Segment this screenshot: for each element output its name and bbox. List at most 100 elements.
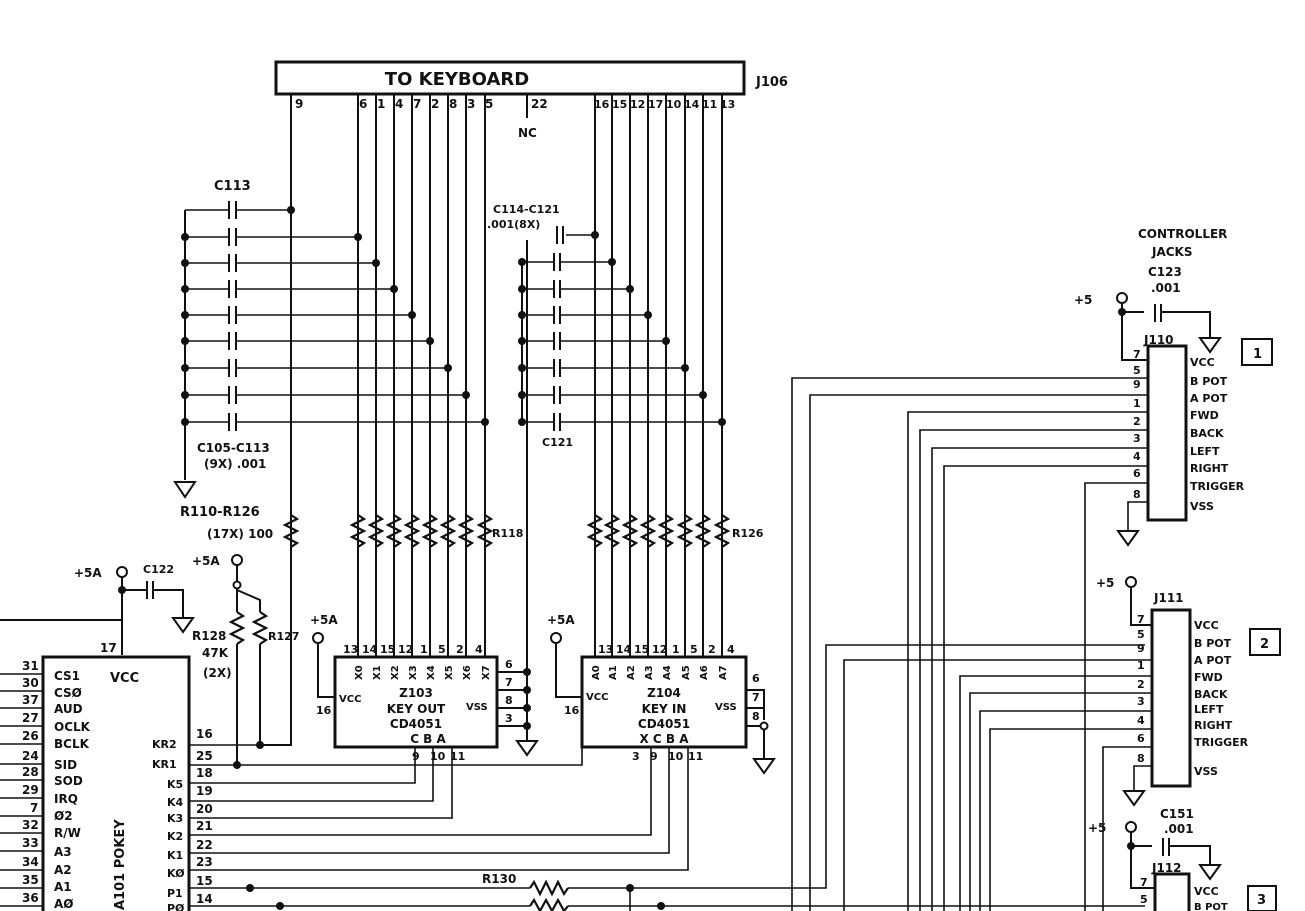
c114-c121-label: C114-C121: [493, 203, 560, 216]
r128-label: R128: [192, 629, 226, 643]
kb-nc-pin: 22: [531, 97, 548, 111]
z103-pin: 2: [456, 643, 464, 656]
z104-pin: 14: [616, 643, 632, 656]
j111-pin: 8: [1137, 752, 1145, 765]
pokey-pin-sig: IRQ: [54, 792, 78, 806]
r130-label: R130: [482, 872, 516, 886]
z103-input: X2: [390, 665, 401, 680]
z104-vcc-pin: 16: [564, 704, 580, 717]
j112-ref: J112: [1151, 861, 1182, 875]
j110-label: FWD: [1190, 409, 1219, 422]
pokey-pin-num: 16: [196, 727, 213, 741]
pokey-pin-num: 30: [22, 676, 39, 690]
j110-plus5: +5: [1074, 293, 1092, 307]
j110-label: VCC: [1190, 356, 1215, 369]
keyboard-title: TO KEYBOARD: [385, 69, 529, 90]
pokey-pin-num: 27: [22, 711, 39, 725]
supply-section: +5A C122 17 +5A R128 47K (2X) R127: [0, 554, 299, 765]
c123-value: .001: [1151, 281, 1181, 295]
plus5a-label: +5A: [74, 566, 102, 580]
z104-input: A0: [591, 665, 602, 680]
j110-pin: 9: [1133, 378, 1141, 391]
c105-c113-value: (9X) .001: [204, 457, 266, 471]
c114-c121-value: .001(8X): [487, 218, 540, 231]
resistor-group-label: R110-R126: [180, 505, 260, 520]
z104-pin: 15: [634, 643, 649, 656]
z103-name: KEY OUT: [387, 702, 446, 716]
z104-vss: VSS: [715, 702, 737, 713]
pokey-pin-num: 32: [22, 818, 39, 832]
j110-label: LEFT: [1190, 445, 1220, 458]
z104-chip: 13 14 15 12 1 5 2 4 A0 A1 A2 A3 A4 A5 A6…: [547, 613, 776, 775]
z104-input: A6: [699, 665, 710, 680]
pokey-pin-num: 26: [22, 729, 39, 743]
kb-pin-label: 2: [431, 97, 439, 111]
z103-pin: 12: [398, 643, 413, 656]
z104-name: KEY IN: [642, 702, 687, 716]
kb-pin-label: 8: [449, 97, 457, 111]
pokey-pin-sig: KR2: [152, 738, 177, 751]
j111-label: VCC: [1194, 619, 1219, 632]
j111-pin: 3: [1137, 695, 1145, 708]
j110-pin: 4: [1133, 450, 1141, 463]
j110-pin: 5: [1133, 364, 1141, 377]
kb-pin-label: 7: [413, 97, 421, 111]
j112-plus5: +5: [1088, 821, 1106, 835]
j110-label: B POT: [1190, 375, 1228, 388]
pokey-pin-num: 21: [196, 819, 213, 833]
c122-label: C122: [143, 563, 174, 576]
pokey-pin-sig: K4: [167, 796, 184, 809]
j111-label: A POT: [1194, 654, 1232, 667]
resistor-arrays: R110-R126 (17X) 100 R118 R126: [180, 505, 764, 548]
kb-pin-label: 6: [359, 97, 367, 111]
r127-label: R127: [268, 630, 299, 643]
pokey-pin-num: 24: [22, 749, 39, 763]
c121-label: C121: [542, 436, 573, 449]
j111-plus5: +5: [1096, 576, 1114, 590]
kb-pin-label: 9: [295, 97, 303, 111]
j110-pin: 3: [1133, 432, 1141, 445]
z103-pin: 13: [343, 643, 358, 656]
z104-bottom-pin: 9: [650, 750, 658, 763]
z104-right-pin: 8: [752, 710, 760, 723]
c151-value: .001: [1164, 822, 1194, 836]
z104-part: CD4051: [638, 717, 690, 731]
pokey-pin-sig: AØ: [54, 897, 74, 911]
pokey-pin-sig: CSØ: [54, 686, 82, 700]
c123-label: C123: [1148, 265, 1182, 279]
pokey-pin-sig: Ø2: [54, 809, 73, 823]
keyboard-pin-labels-right: 16 15 12 17 10 14 11 13: [594, 98, 735, 111]
z103-pin: 4: [475, 643, 483, 656]
kb-pin-label: 10: [666, 98, 682, 111]
pokey-pin-num: 22: [196, 838, 213, 852]
pokey-pin-sig: K5: [167, 778, 183, 791]
left-capacitor-bank: C113 C105-C113 (9X) .001: [173, 179, 489, 499]
pokey-vcc-pin: 17: [100, 641, 117, 655]
j111-label: BACK: [1194, 688, 1228, 701]
pokey-pin-sig: AUD: [54, 702, 83, 716]
j110-label: TRIGGER: [1190, 480, 1245, 493]
pokey-pin-num: 37: [22, 693, 39, 707]
pokey-pin-sig: K2: [167, 830, 183, 843]
pokey-pin-num: 18: [196, 766, 213, 780]
z103-right-pin: 3: [505, 712, 513, 725]
j110-label: VSS: [1190, 500, 1214, 513]
pokey-pin-num: 35: [22, 873, 39, 887]
pokey-pin-num: 29: [22, 783, 39, 797]
z103-ref: Z103: [399, 686, 433, 700]
z103-bottom-pin: 9: [412, 750, 420, 763]
pokey-routing: R130: [189, 644, 1145, 911]
pokey-pin-sig: KR1: [152, 758, 177, 771]
pokey-pin-sig: BCLK: [54, 737, 90, 751]
j111-pin: 6: [1137, 732, 1145, 745]
z103-bottom-pin: 11: [450, 750, 465, 763]
pokey-pin-num: 20: [196, 802, 213, 816]
kb-pin-label: 13: [720, 98, 735, 111]
c151-label: C151: [1160, 807, 1194, 821]
pokey-pin-num: 19: [196, 784, 213, 798]
pokey-pin-sig: K1: [167, 849, 183, 862]
kb-pin-label: 16: [594, 98, 610, 111]
